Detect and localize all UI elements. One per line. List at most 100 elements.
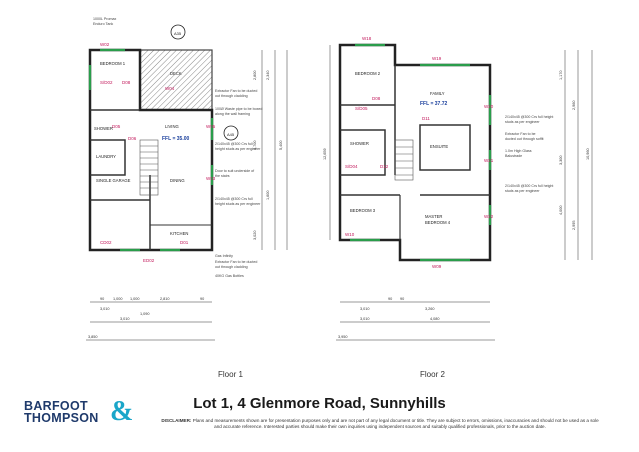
- floor2-plan: W18 W19 D08 S/D05 D11 W20 W21 S/D04 D12 …: [323, 36, 593, 341]
- svg-text:2,995: 2,995: [572, 220, 576, 230]
- svg-text:100Ø Waste pipe to be boxed: 100Ø Waste pipe to be boxed: [215, 107, 262, 111]
- svg-text:along the wall framing: along the wall framing: [215, 112, 250, 116]
- svg-text:W05: W05: [206, 124, 216, 129]
- svg-text:90: 90: [100, 297, 104, 301]
- svg-text:Gas Infinity: Gas Infinity: [215, 254, 233, 258]
- svg-text:S/D02: S/D02: [100, 80, 113, 85]
- svg-text:1,000: 1,000: [130, 297, 140, 301]
- svg-text:BEDROOM 1: BEDROOM 1: [100, 61, 126, 66]
- brand-line1: BARFOOT: [24, 399, 88, 413]
- svg-text:90: 90: [388, 297, 392, 301]
- svg-text:3,010: 3,010: [360, 317, 370, 321]
- svg-text:BEDROOM 2: BEDROOM 2: [355, 71, 381, 76]
- svg-text:Extractor Fan to be ducted: Extractor Fan to be ducted: [215, 260, 257, 264]
- svg-text:4,000: 4,000: [559, 205, 563, 215]
- svg-text:studs as per engineer: studs as per engineer: [505, 189, 540, 193]
- svg-text:3,850: 3,850: [88, 335, 98, 339]
- svg-text:3,950: 3,950: [338, 335, 348, 339]
- svg-text:4,080: 4,080: [430, 317, 440, 321]
- svg-text:3,010: 3,010: [100, 307, 110, 311]
- disclaimer-title: DISCLAIMER:: [161, 418, 192, 423]
- svg-text:MASTER: MASTER: [425, 214, 442, 219]
- svg-text:DECK: DECK: [170, 71, 182, 76]
- svg-text:90: 90: [400, 297, 404, 301]
- svg-text:1.0m High Glass: 1.0m High Glass: [505, 149, 532, 153]
- svg-text:D08: D08: [122, 80, 131, 85]
- svg-text:CD02: CD02: [100, 240, 112, 245]
- svg-text:Enduro Tank: Enduro Tank: [93, 22, 113, 26]
- svg-text:DINING: DINING: [170, 178, 185, 183]
- svg-text:LAUNDRY: LAUNDRY: [96, 154, 116, 159]
- svg-text:SHOWER: SHOWER: [94, 126, 113, 131]
- svg-text:W03: W03: [206, 176, 216, 181]
- svg-text:LIVING: LIVING: [165, 124, 179, 129]
- svg-text:40KG Gas Bottles: 40KG Gas Bottles: [215, 274, 244, 278]
- brand-ampersand: &: [110, 396, 134, 427]
- disclaimer: DISCLAIMER: Plans and measurements shown…: [160, 418, 600, 430]
- svg-text:1,000: 1,000: [113, 297, 123, 301]
- svg-text:D06: D06: [128, 136, 137, 141]
- svg-text:SINGLE GARAGE: SINGLE GARAGE: [96, 178, 131, 183]
- svg-text:90: 90: [200, 297, 204, 301]
- svg-text:ducted out through soffit: ducted out through soffit: [505, 137, 544, 141]
- svg-text:2/140x45 @300 Crs full height: 2/140x45 @300 Crs full height: [505, 115, 553, 119]
- svg-text:out through cladding: out through cladding: [215, 265, 248, 269]
- svg-text:1,600: 1,600: [266, 190, 270, 200]
- brand-logo: BARFOOT THOMPSON &: [24, 396, 134, 428]
- svg-text:D12: D12: [380, 164, 389, 169]
- floor-plans-svg: W02 S/D02 D08 W04 D05 D06 W05 W03 CD02 E…: [86, 17, 593, 341]
- svg-text:3,010: 3,010: [360, 307, 370, 311]
- svg-text:1000L Promax: 1000L Promax: [93, 17, 116, 21]
- svg-text:1,170: 1,170: [559, 70, 563, 80]
- svg-text:D05: D05: [112, 124, 121, 129]
- svg-text:3,260: 3,260: [425, 307, 435, 311]
- svg-text:Balustrade: Balustrade: [505, 154, 522, 158]
- svg-text:Door to suit underside of: Door to suit underside of: [215, 169, 254, 173]
- floor1-plan: W02 S/D02 D08 W04 D05 D06 W05 W03 CD02 E…: [86, 17, 288, 341]
- svg-text:height studs as per engineer: height studs as per engineer: [215, 147, 261, 151]
- svg-text:W02: W02: [100, 42, 110, 47]
- svg-text:D11: D11: [422, 116, 430, 121]
- svg-text:2,800: 2,800: [253, 70, 257, 80]
- floor-plans-drawing: W02 S/D02 D08 W04 D05 D06 W05 W03 CD02 E…: [86, 17, 593, 341]
- svg-text:2,340: 2,340: [266, 70, 270, 80]
- svg-text:2/140x45 @300 Crs full: 2/140x45 @300 Crs full: [215, 142, 253, 146]
- floor1-label: Floor 1: [218, 370, 243, 379]
- svg-text:D01: D01: [180, 240, 189, 245]
- svg-text:1,090: 1,090: [140, 312, 150, 316]
- svg-text:FFL = 37.72: FFL = 37.72: [420, 101, 448, 107]
- svg-text:3,020: 3,020: [253, 230, 257, 240]
- svg-text:W04: W04: [165, 86, 175, 91]
- svg-text:W10: W10: [345, 232, 355, 237]
- svg-text:BEDROOM 4: BEDROOM 4: [425, 220, 451, 225]
- svg-text:2,810: 2,810: [160, 297, 170, 301]
- svg-text:ED02: ED02: [143, 258, 155, 263]
- svg-text:W09: W09: [432, 264, 442, 269]
- svg-text:10,960: 10,960: [586, 148, 590, 160]
- svg-text:FAMILY: FAMILY: [430, 91, 445, 96]
- svg-text:SHOWER: SHOWER: [350, 141, 369, 146]
- brand-line2: THOMPSON: [24, 411, 99, 425]
- floor2-label: Floor 2: [420, 370, 445, 379]
- svg-text:5,400: 5,400: [279, 140, 283, 150]
- svg-text:the stairs: the stairs: [215, 174, 230, 178]
- svg-text:out through cladding: out through cladding: [215, 94, 248, 98]
- svg-text:W19: W19: [432, 56, 442, 61]
- svg-text:height studs as per engineer: height studs as per engineer: [215, 202, 261, 206]
- svg-text:A45: A45: [227, 132, 235, 137]
- svg-text:Extractor Fan to be: Extractor Fan to be: [505, 132, 536, 136]
- svg-text:Extractor Fan to be ducted: Extractor Fan to be ducted: [215, 89, 257, 93]
- property-address: Lot 1, 4 Glenmore Road, Sunnyhills: [193, 395, 446, 412]
- svg-text:KITCHEN: KITCHEN: [170, 231, 188, 236]
- svg-text:S/D05: S/D05: [355, 106, 368, 111]
- svg-text:4,700: 4,700: [253, 140, 257, 150]
- svg-text:3,300: 3,300: [559, 155, 563, 165]
- svg-text:FFL = 35.00: FFL = 35.00: [162, 136, 190, 142]
- svg-text:W18: W18: [362, 36, 372, 41]
- svg-text:studs as per engineer: studs as per engineer: [505, 120, 540, 124]
- svg-text:2/140x45 @300 Crs full: 2/140x45 @300 Crs full: [215, 197, 253, 201]
- svg-text:A35: A35: [174, 31, 182, 36]
- svg-text:W20: W20: [484, 104, 494, 109]
- svg-text:BEDROOM 3: BEDROOM 3: [350, 208, 376, 213]
- deck-area: [139, 49, 213, 111]
